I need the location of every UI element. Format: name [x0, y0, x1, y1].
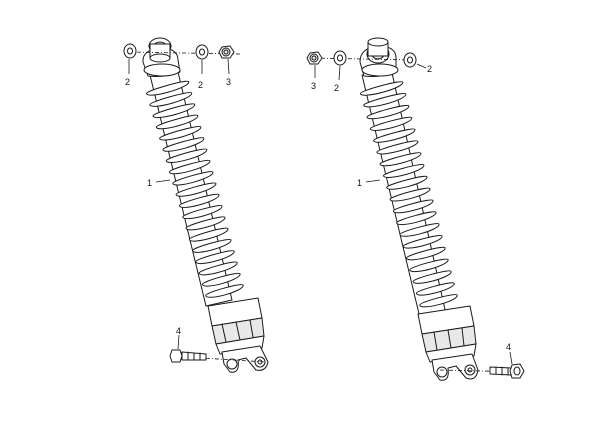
- callout-right-nut: 3: [311, 81, 316, 91]
- spring-coil: [415, 282, 455, 296]
- spring-coil: [162, 137, 205, 152]
- spring-coil: [379, 152, 422, 167]
- spring-coil: [188, 227, 229, 242]
- spring-coil: [165, 148, 208, 163]
- spring-coil: [168, 159, 211, 175]
- callout-right-washer-outer: 2: [427, 64, 432, 74]
- spring-coil: [145, 80, 190, 96]
- spring-coil: [405, 246, 446, 261]
- spring-coil: [172, 171, 214, 186]
- callout-right-washer-inner: 2: [334, 83, 339, 93]
- spring-coil: [185, 216, 226, 231]
- right-shock-absorber: [359, 37, 479, 381]
- right-bolt: [439, 363, 525, 379]
- callout-left-washer-inner: 2: [198, 80, 203, 90]
- callouts: 1 2 2 3 4 1 3 2 2 4: [125, 58, 513, 365]
- left-washer-inner: [195, 44, 209, 60]
- left-bolt: [169, 349, 267, 363]
- callout-right-bolt: 4: [506, 342, 511, 352]
- left-spring-coils: [145, 80, 244, 298]
- left-nut: [218, 45, 235, 59]
- spring-coil: [205, 284, 244, 298]
- spring-coil: [182, 205, 223, 220]
- callout-left-shock: 1: [147, 178, 152, 188]
- spring-coil: [149, 92, 193, 107]
- callout-left-washer-outer: 2: [125, 77, 130, 87]
- spring-coil: [363, 93, 407, 108]
- spring-coil: [392, 199, 434, 214]
- spring-coil: [359, 81, 404, 96]
- spring-coil: [195, 250, 235, 264]
- spring-coil: [399, 223, 440, 237]
- left-washer-outer: [123, 43, 137, 59]
- spring-coil: [389, 187, 431, 202]
- right-washer-outer: [403, 52, 417, 68]
- spring-coil: [376, 140, 419, 155]
- spring-coil: [198, 261, 238, 276]
- spring-coil: [191, 238, 232, 253]
- spring-coil: [396, 211, 437, 226]
- spring-coil: [178, 193, 220, 208]
- spring-coil: [201, 272, 241, 287]
- spring-coil: [373, 128, 416, 143]
- spring-coil: [409, 258, 449, 273]
- right-nut: [306, 51, 323, 65]
- left-top-hardware: [123, 43, 241, 60]
- right-top-hardware: [306, 50, 417, 68]
- spring-coil: [175, 182, 217, 197]
- callout-right-shock: 1: [357, 178, 362, 188]
- right-washer-inner: [333, 50, 347, 66]
- right-spring-coils: [359, 81, 458, 308]
- spring-coil: [366, 104, 410, 120]
- spring-coil: [386, 175, 428, 190]
- spring-coil: [159, 125, 202, 141]
- spring-coil: [419, 294, 458, 308]
- spring-coil: [152, 103, 196, 118]
- spring-coil: [155, 114, 199, 130]
- callout-left-bolt: 4: [176, 326, 181, 336]
- spring-coil: [369, 116, 413, 131]
- left-shock-absorber: [142, 37, 269, 373]
- callout-left-nut: 3: [226, 77, 231, 87]
- spring-coil: [412, 270, 452, 284]
- spring-coil: [402, 234, 443, 249]
- spring-coil: [382, 164, 425, 178]
